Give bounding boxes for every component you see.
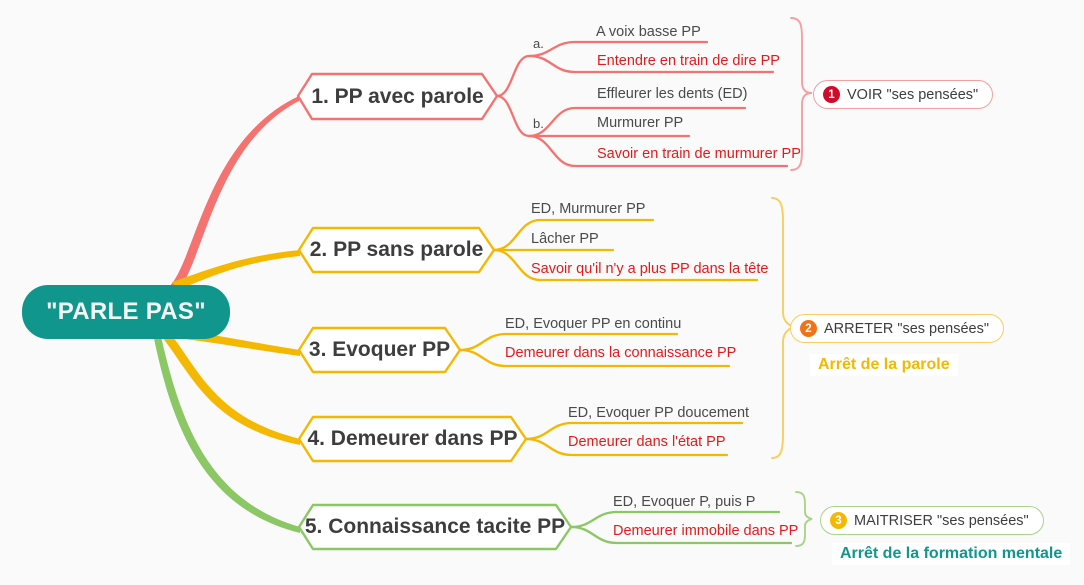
outcome-pill-3[interactable]: 3 MAITRISER "ses pensées" [820,506,1044,535]
leaf-1-5[interactable]: Savoir en train de murmurer PP [597,146,801,162]
leaf-1-3[interactable]: Effleurer les dents (ED) [597,86,748,102]
outcome-caption-2: Arrêt de la parole [810,354,958,376]
outcome-badge-1: 1 [823,86,840,103]
leaf-3-2[interactable]: Demeurer dans la connaissance PP [505,345,737,361]
branch-node-5[interactable]: 5. Connaissance tacite PP [299,505,571,549]
outcome-label-2: ARRETER "ses pensées" [824,320,990,337]
outcome-label-3: MAITRISER "ses pensées" [854,512,1029,529]
outcome-badge-3: 3 [830,512,847,529]
branch-node-1-label: 1. PP avec parole [311,84,484,108]
sub-marker-a: a. [533,36,544,51]
outcome-label-1: VOIR "ses pensées" [847,86,979,103]
outcome-pill-2[interactable]: 2 ARRETER "ses pensées" [790,314,1005,343]
leaf-4-1[interactable]: ED, Evoquer PP doucement [568,405,750,421]
leaf-1-4[interactable]: Murmurer PP [597,115,684,131]
branch-node-4[interactable]: 4. Demeurer dans PP [299,417,526,461]
leaf-2-3[interactable]: Savoir qu'il n'y a plus PP dans la tête [531,261,769,277]
leaf-5-1[interactable]: ED, Evoquer P, puis P [613,494,756,510]
leaf-4-2[interactable]: Demeurer dans l'état PP [568,434,726,450]
outcome-caption-3: Arrêt de la formation mentale [832,543,1071,565]
branch-node-4-label: 4. Demeurer dans PP [307,427,518,450]
branch-node-3[interactable]: 3. Evoquer PP [299,328,460,372]
outcome-pill-1[interactable]: 1 VOIR "ses pensées" [813,80,994,109]
leaf-1-1[interactable]: A voix basse PP [596,24,701,40]
branch-node-5-label: 5. Connaissance tacite PP [304,515,566,538]
branch-node-1[interactable]: 1. PP avec parole [298,74,497,119]
leaf-5-2[interactable]: Demeurer immobile dans PP [613,523,799,539]
root-node-label: "PARLE PAS" [46,298,206,325]
branch-node-2-label: 2. PP sans parole [309,238,484,261]
leaf-3-1[interactable]: ED, Evoquer PP en continu [505,316,682,332]
leaf-2-2[interactable]: Lâcher PP [531,231,599,247]
leaf-2-1[interactable]: ED, Murmurer PP [531,201,646,217]
sub-marker-b: b. [533,116,544,131]
outcome-badge-2: 2 [800,320,817,337]
leaf-1-2[interactable]: Entendre en train de dire PP [597,53,780,69]
root-node[interactable]: "PARLE PAS" [22,285,230,339]
branch-node-3-label: 3. Evoquer PP [308,338,451,361]
branch-node-2[interactable]: 2. PP sans parole [299,228,494,272]
